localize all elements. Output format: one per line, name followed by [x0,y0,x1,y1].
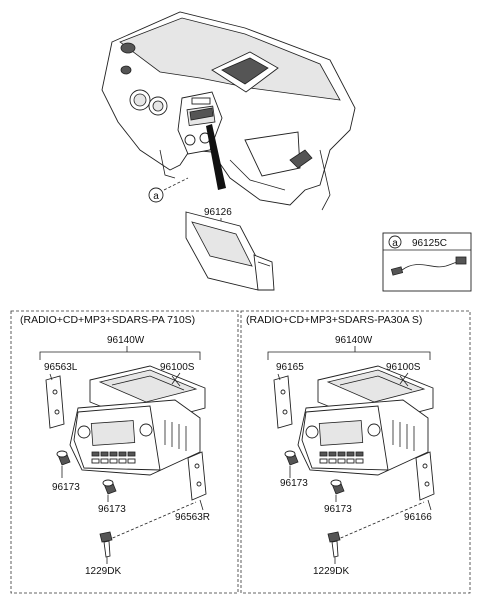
function-button [355,458,364,464]
unit-label: 96140W [335,335,373,346]
bracket-right-label: 96166 [404,512,432,523]
bracket-right [187,451,207,501]
module-top-panel [98,369,198,403]
preset-button [328,451,337,457]
tune-knob [367,423,381,437]
bracket-right-label: 96563R [175,512,210,523]
bezel-96126: 96126 [185,207,275,291]
callout-a-box-label: a [392,238,398,249]
bracket-left [273,375,293,429]
tune-knob [139,423,153,437]
part-label-96126: 96126 [204,207,232,218]
knob-upper-label: 96173 [52,482,80,493]
screw-shank [103,540,111,558]
module-top-panel [326,369,426,403]
function-button [337,458,346,464]
radio-assembly-drawing [45,365,207,564]
function-button [118,458,127,464]
function-button [91,458,100,464]
callout-a-main: a [148,177,189,203]
preset-button [319,451,328,457]
preset-button [100,451,109,457]
knob-lower-label: 96173 [98,504,126,515]
screw-shank [331,540,339,558]
radio-assembly-drawing [273,365,435,564]
display-screen [318,420,364,446]
screw-label: 1229DK [313,566,349,577]
module-label: 96100S [160,362,195,373]
display-screen [90,420,136,446]
bracket-left-label: 96165 [276,362,304,373]
module-label: 96100S [386,362,421,373]
part-label-96125C: 96125C [412,238,447,249]
panel-title: (RADIO+CD+MP3+SDARS-PA30A S) [246,314,422,326]
bracket-left-label: 96563L [44,362,78,373]
function-button [109,458,118,464]
function-button [346,458,355,464]
dashboard-illustration [101,11,356,211]
preset-button [337,451,346,457]
callout-a-label: a [153,191,159,202]
preset-button [355,451,364,457]
function-button [319,458,328,464]
screw-head [99,531,113,543]
preset-button [118,451,127,457]
volume-knob [77,425,91,439]
knob-upper-label: 96173 [280,478,308,489]
panel-right: (RADIO+CD+MP3+SDARS-PA30A S) 96140W 9616… [240,310,471,594]
screw-head [327,531,341,543]
bracket-right [415,451,435,501]
bracket-left [45,375,65,429]
preset-button [127,451,136,457]
knob-lower-label: 96173 [324,504,352,515]
function-button [100,458,109,464]
preset-button [346,451,355,457]
preset-button [109,451,118,457]
volume-knob [305,425,319,439]
function-button [328,458,337,464]
panel-left: (RADIO+CD+MP3+SDARS-PA 710S) 96140W 9656… [10,310,239,594]
screw-label: 1229DK [85,566,121,577]
panel-title: (RADIO+CD+MP3+SDARS-PA 710S) [20,314,195,326]
function-button [127,458,136,464]
box-96125C: a 96125C [382,232,472,292]
unit-label: 96140W [107,335,145,346]
preset-button [91,451,100,457]
